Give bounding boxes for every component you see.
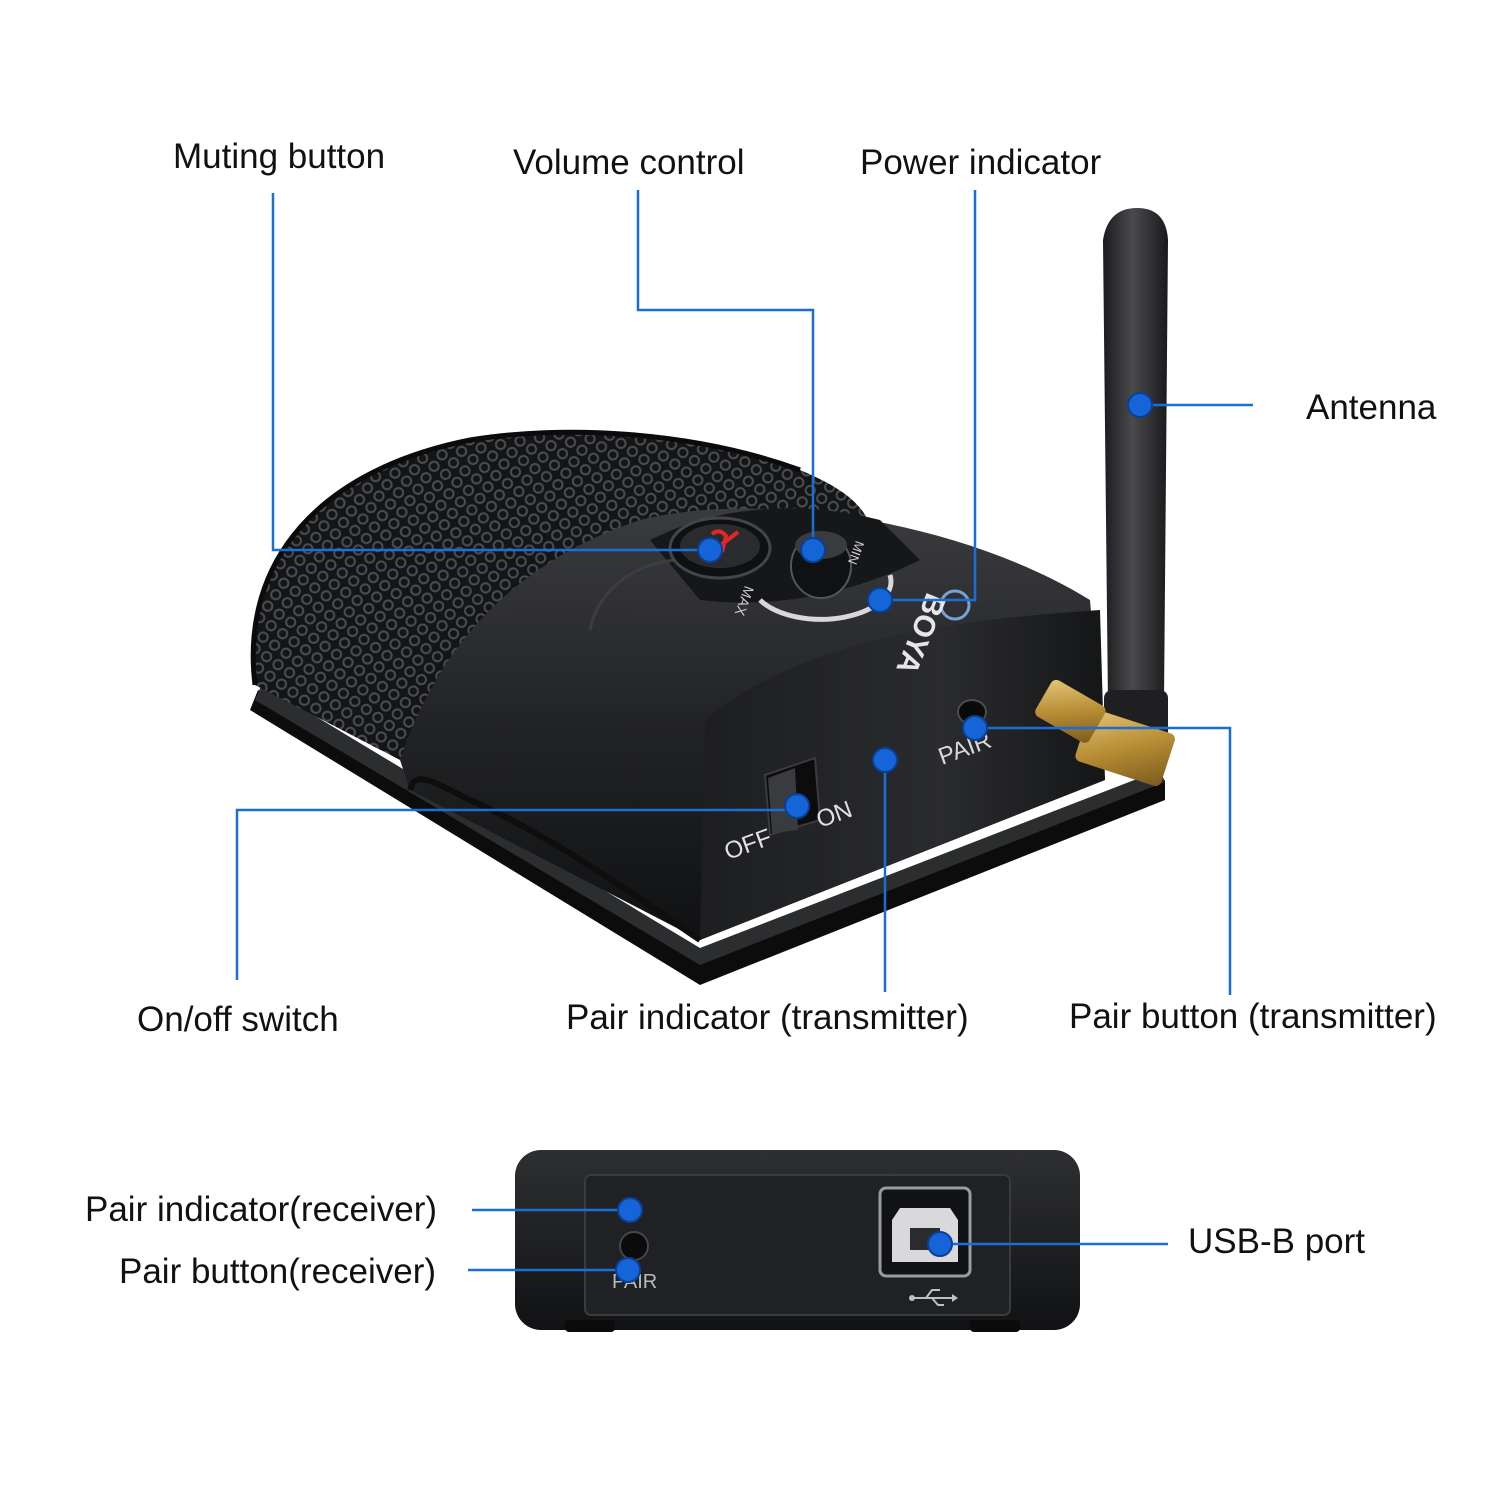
label-antenna: Antenna <box>1306 388 1437 427</box>
leader-power-indicator <box>880 190 977 602</box>
marker-volume-control <box>800 537 826 563</box>
label-on-off-switch: On/off switch <box>137 1000 339 1039</box>
microphone-body <box>400 508 1105 943</box>
label-volume-control: Volume control <box>513 143 745 182</box>
label-pair-indicator-receiver: Pair indicator(receiver) <box>85 1190 438 1229</box>
marker-on-off-switch <box>784 793 810 819</box>
marker-usb-b-port <box>927 1231 953 1257</box>
marker-antenna <box>1127 392 1153 418</box>
marker-pair-indicator-transmitter <box>872 747 898 773</box>
usb-b-socket[interactable] <box>878 1186 972 1278</box>
marker-pair-button-transmitter <box>962 715 988 741</box>
label-pair-button-receiver: Pair button(receiver) <box>119 1252 437 1291</box>
marker-power-indicator <box>867 587 893 613</box>
label-usb-b-port: USB-B port <box>1188 1222 1365 1261</box>
leader-muting-button <box>271 193 710 552</box>
label-muting-button: Muting button <box>173 137 386 176</box>
callout-markers <box>615 392 1153 1283</box>
leader-on-off-switch <box>235 808 797 980</box>
label-pair-button-transmitter: Pair button (transmitter) <box>1069 997 1437 1036</box>
marker-muting-button <box>697 537 723 563</box>
antenna-shape <box>1035 208 1175 787</box>
marker-pair-indicator-receiver <box>617 1197 643 1223</box>
label-power-indicator: Power indicator <box>860 143 1102 182</box>
receiver-unit: PAIR <box>515 1150 1080 1332</box>
marker-pair-button-receiver <box>615 1257 641 1283</box>
leader-volume-control <box>636 190 815 548</box>
label-pair-indicator-transmitter: Pair indicator (transmitter) <box>566 998 969 1037</box>
leader-pair-button-transmitter <box>975 726 1232 995</box>
leader-lines <box>235 190 1253 1272</box>
usb-icon <box>909 1289 958 1306</box>
